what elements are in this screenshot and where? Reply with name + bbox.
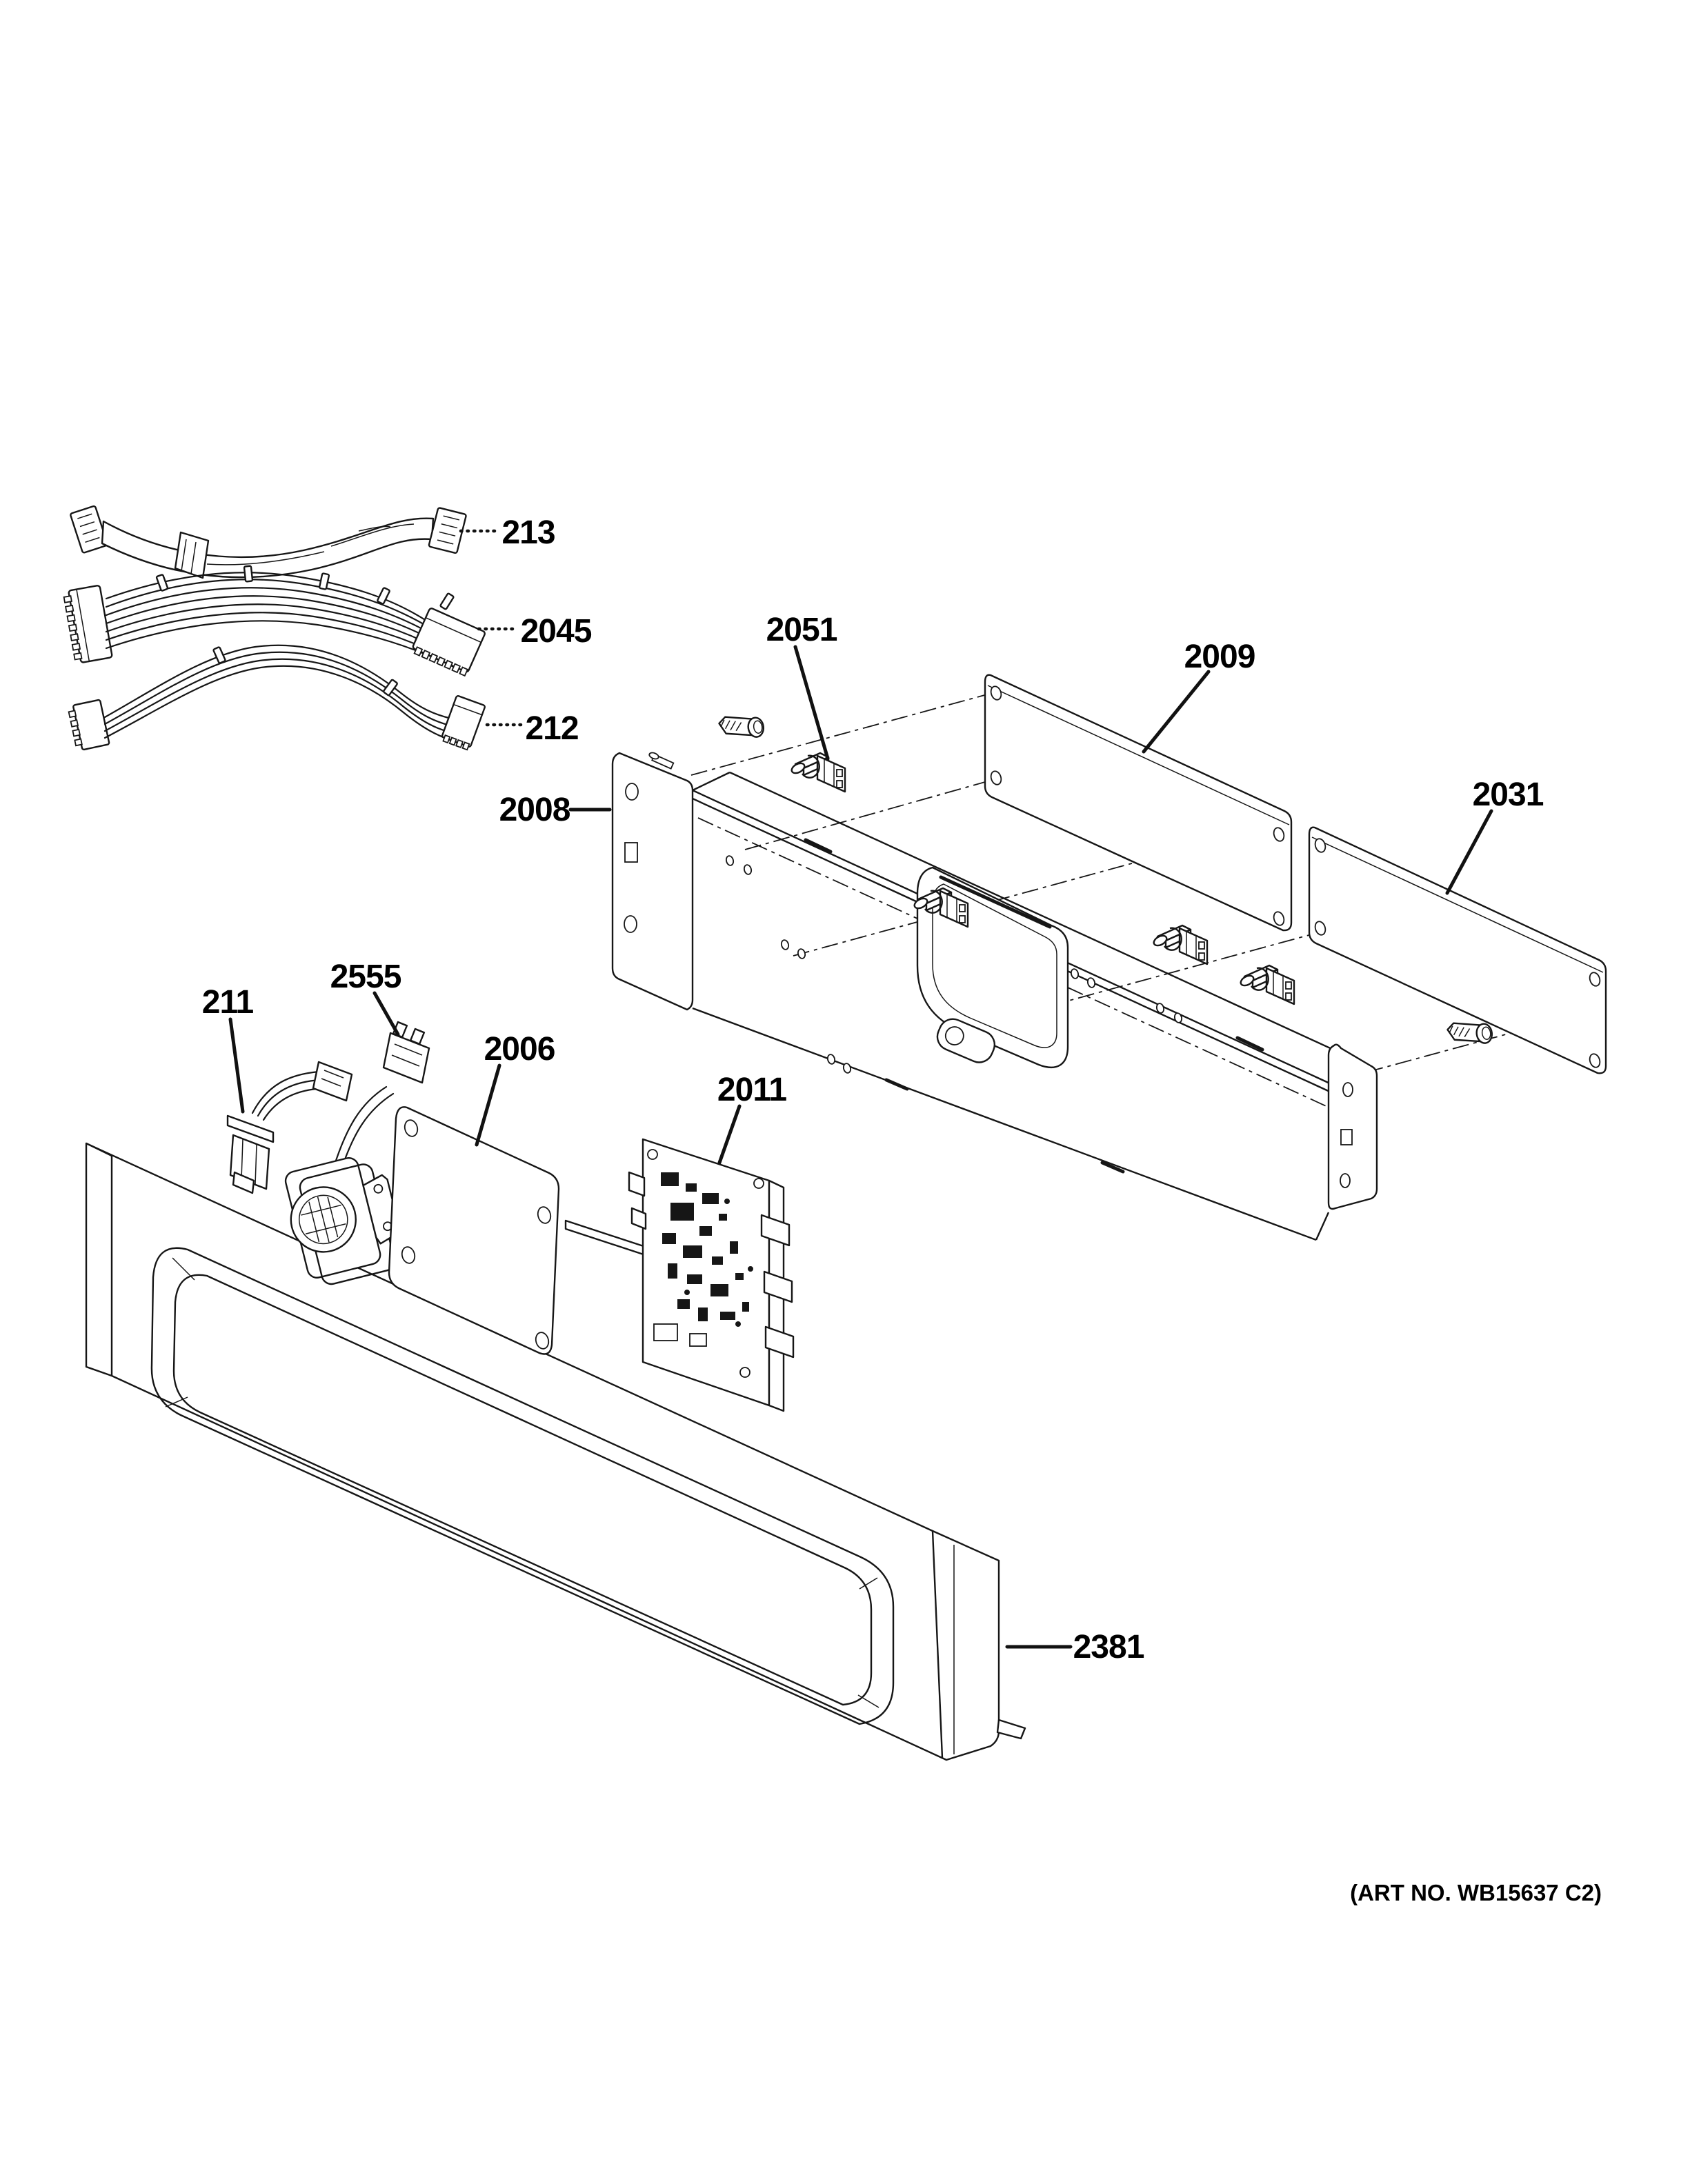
- leader-2051: [793, 645, 830, 761]
- leader-211: [228, 1017, 245, 1114]
- callout-212: 212: [525, 710, 578, 747]
- wire-harness-212: [68, 644, 486, 751]
- leader-2555: [372, 991, 400, 1036]
- connector-2555: [382, 1021, 430, 1084]
- callout-211: 211: [202, 984, 254, 1021]
- callout-2051: 2051: [766, 612, 837, 648]
- callout-2381: 2381: [1073, 1629, 1144, 1665]
- speaker-assembly: [284, 1021, 430, 1285]
- leader-2009: [1142, 670, 1211, 754]
- callout-2006: 2006: [484, 1031, 555, 1068]
- callout-2009: 2009: [1184, 639, 1255, 675]
- leader-2006: [475, 1063, 501, 1147]
- callout-2555: 2555: [330, 959, 401, 995]
- callout-2045: 2045: [521, 613, 592, 650]
- callout-2031: 2031: [1473, 777, 1544, 813]
- leader-2031: [1445, 809, 1493, 895]
- control-board-2011: [564, 1138, 795, 1412]
- control-chassis-2008: [611, 752, 1378, 1241]
- control-panel-assembly-2381: [85, 1142, 1026, 1761]
- art-number: (ART NO. WB15637 C2): [1350, 1880, 1602, 1905]
- wire-harness-213: [70, 505, 467, 579]
- switch-211: [226, 1070, 326, 1194]
- callout-2008: 2008: [499, 792, 570, 828]
- cover-plate-2006: [388, 1106, 560, 1355]
- rear-panel-2031: [1308, 826, 1607, 1074]
- wire-harness-2045: [63, 565, 486, 677]
- rear-panel-2009: [984, 674, 1293, 932]
- callout-2011: 2011: [717, 1072, 786, 1108]
- leader-2011: [717, 1104, 742, 1165]
- callout-213: 213: [501, 514, 555, 551]
